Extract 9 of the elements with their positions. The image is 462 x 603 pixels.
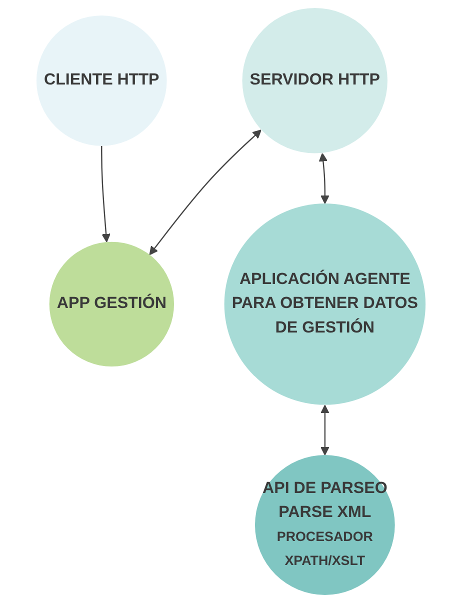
node-circle: CLIENTE HTTP [36,16,167,146]
node-circle: SERVIDOR HTTP [242,8,388,154]
arrow [101,146,110,242]
arrow [320,404,330,456]
node-circle: APP GESTIÓN [49,242,174,367]
node-circle: API DE PARSEO PARSE XML PROCESADOR XPATH/XSLT [254,455,395,595]
arrow [318,152,330,204]
node-circle: APLICACIÓN AGENTE PARA OBTENER DATOS DE GESTIÓN [224,204,426,405]
arrow [149,130,262,256]
